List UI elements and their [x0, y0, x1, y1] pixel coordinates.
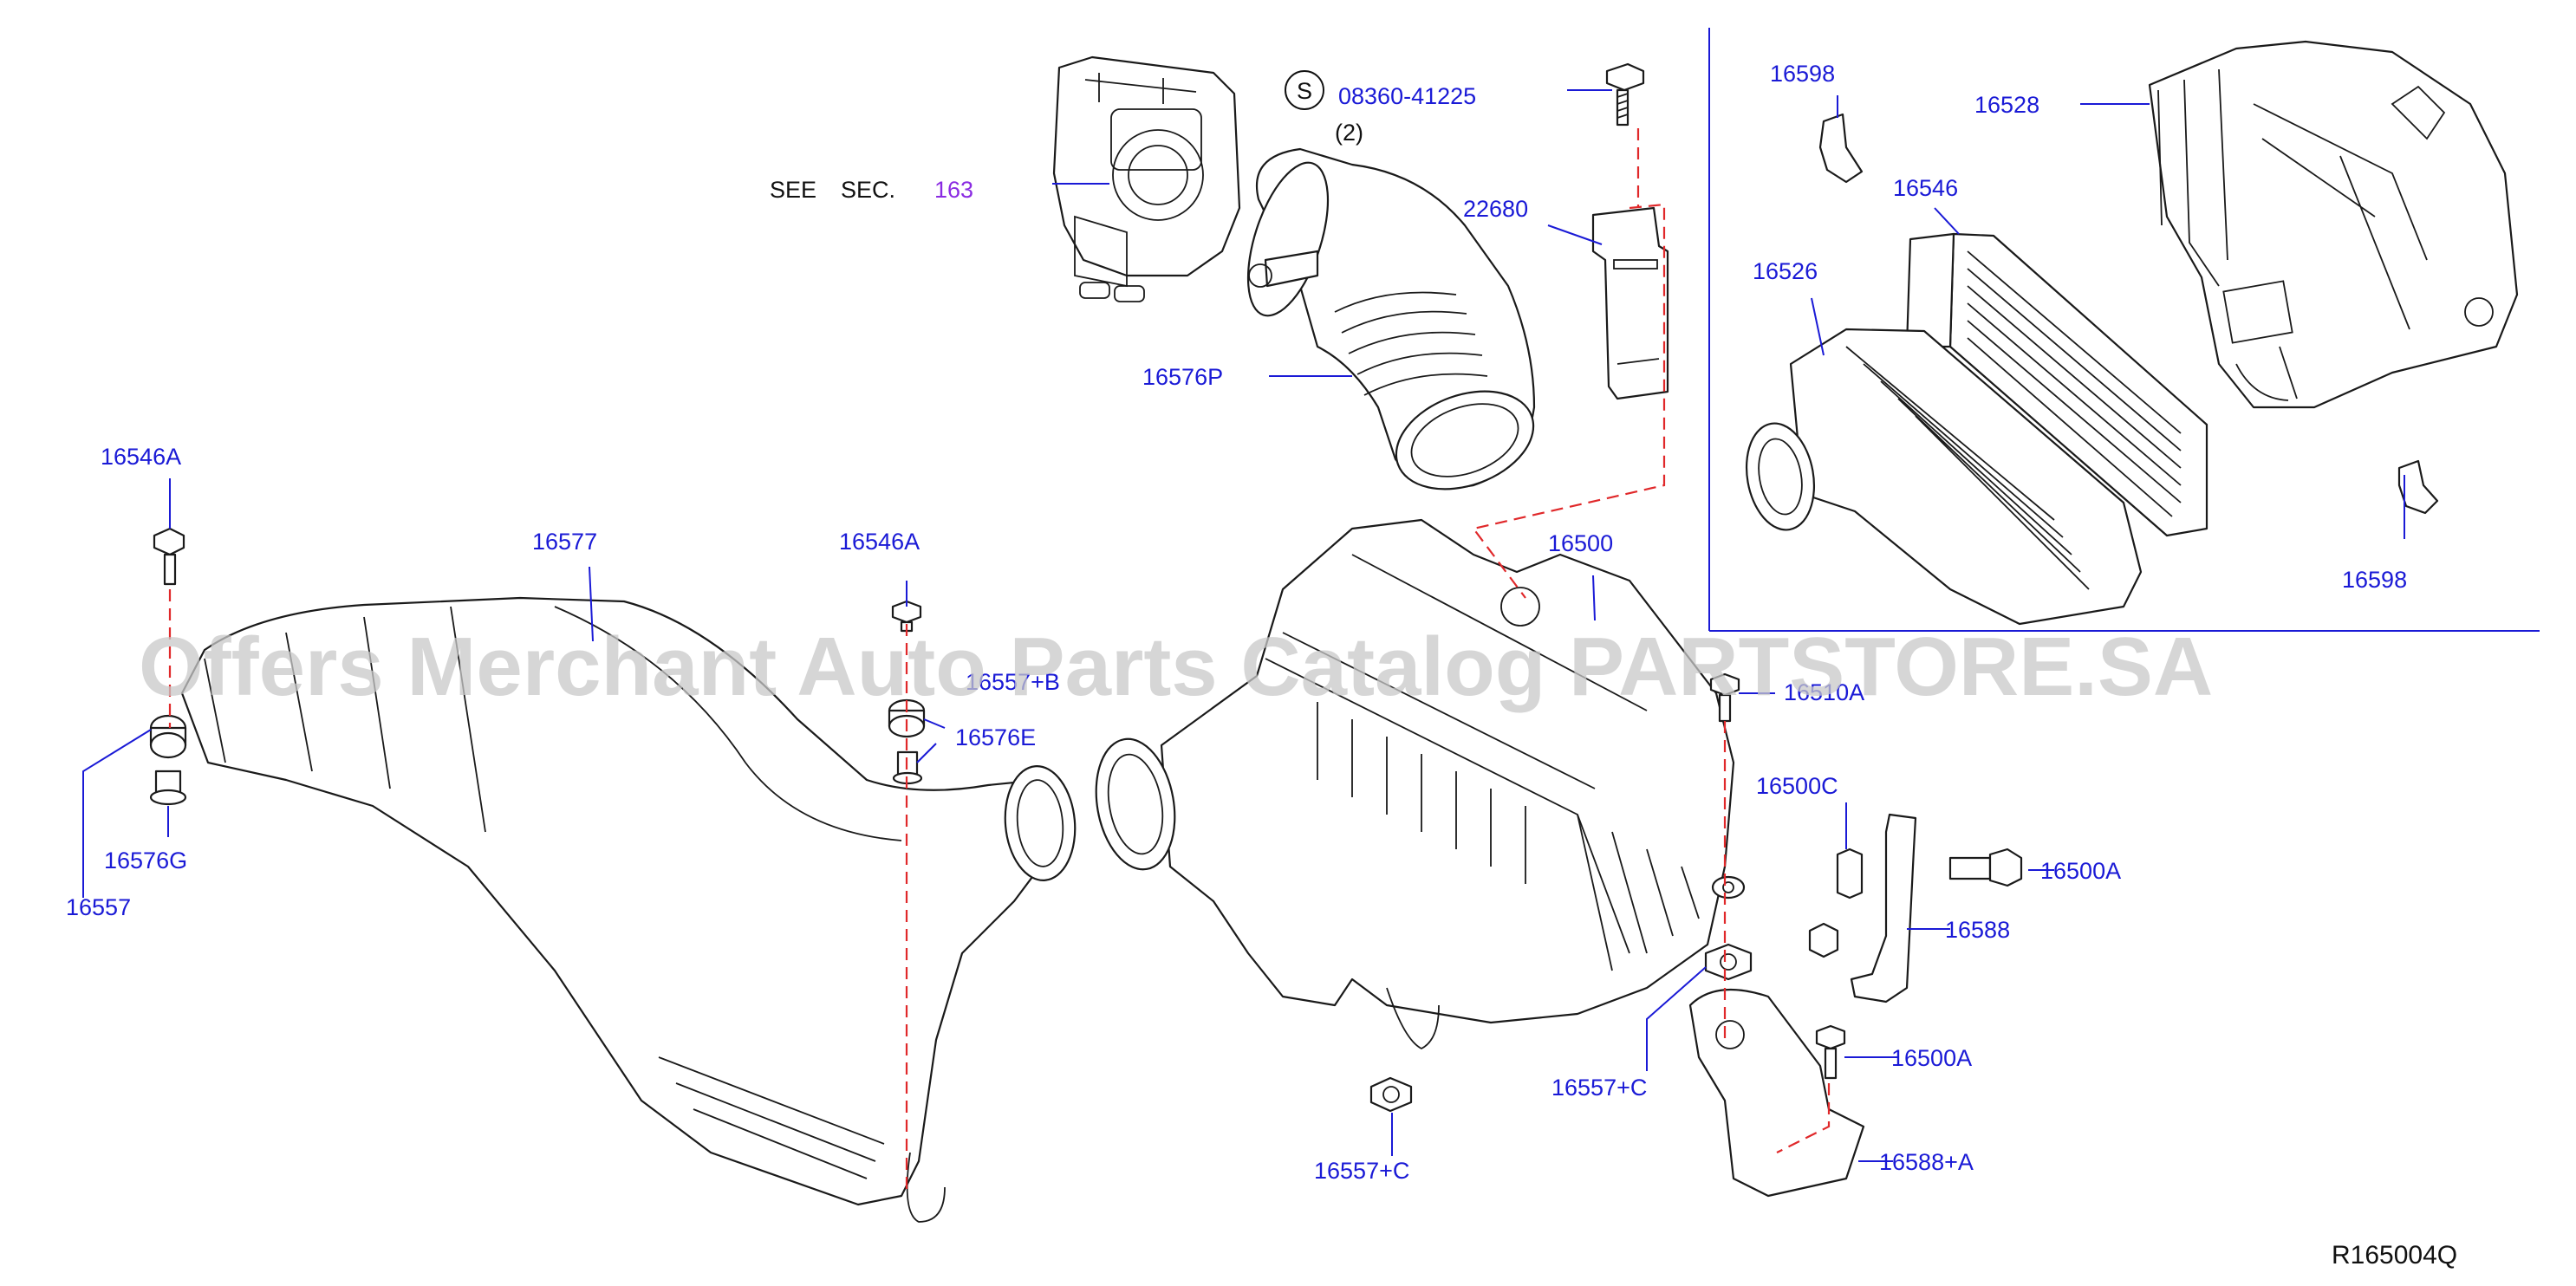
callout-16598-lower[interactable]: 16598 — [2342, 567, 2407, 593]
callout-16546a-left[interactable]: 16546A — [101, 444, 181, 470]
callout-16528[interactable]: 16528 — [1974, 92, 2039, 118]
air-cleaner-cover-16528[interactable] — [2148, 40, 2519, 409]
callout-16576p[interactable]: 16576P — [1142, 364, 1223, 390]
clip-16598-upper[interactable] — [1818, 113, 1864, 184]
callout-16576g[interactable]: 16576G — [104, 848, 187, 874]
callout-16546a-mid[interactable]: 16546A — [839, 529, 920, 555]
nut-16500c[interactable] — [1808, 848, 1864, 958]
service-part-number[interactable]: 08360-41225 — [1338, 83, 1476, 109]
callout-16526[interactable]: 16526 — [1753, 258, 1818, 284]
air-cleaner-lower-case-16526[interactable] — [1739, 328, 2143, 626]
air-filter-element-16546[interactable] — [1905, 232, 2208, 537]
bracket-16588a[interactable] — [1688, 988, 1865, 1198]
callout-16557c-bottom[interactable]: 16557+C — [1314, 1158, 1409, 1184]
air-duct-16577[interactable] — [180, 596, 1080, 1223]
leader-lines — [82, 89, 2405, 1162]
bracket-16588[interactable] — [1850, 813, 1917, 1003]
service-symbol-icon — [1285, 70, 1324, 110]
watermark: Offers Merchant Auto Parts Catalog PARTS… — [139, 620, 2213, 713]
throttle-body[interactable] — [1052, 55, 1241, 302]
section-163-link[interactable]: 163 — [934, 177, 973, 203]
sec-label: SEC. — [841, 177, 895, 203]
callout-16577[interactable]: 16577 — [532, 529, 597, 555]
callout-22680[interactable]: 22680 — [1463, 196, 1528, 222]
see-label: SEE — [770, 177, 816, 203]
callout-16598-upper[interactable]: 16598 — [1770, 61, 1835, 87]
collar-16576g[interactable] — [149, 770, 187, 806]
bolt-16546a-left[interactable] — [153, 527, 185, 586]
grommet-16557c-right[interactable] — [1704, 943, 1753, 981]
bolt-16500a-right[interactable] — [1948, 848, 2023, 887]
subview-frame — [1708, 28, 2540, 632]
callout-16546[interactable]: 16546 — [1893, 175, 1958, 201]
bolt-08360-41225[interactable] — [1605, 62, 1645, 127]
service-part-note: S 08360-41225 (2) — [1285, 70, 1476, 146]
service-symbol: S — [1297, 78, 1312, 104]
grommet-16557-left[interactable] — [149, 714, 187, 759]
service-part-qty: (2) — [1335, 120, 1363, 146]
callout-16500[interactable]: 16500 — [1548, 530, 1613, 556]
callout-16588a[interactable]: 16588+A — [1879, 1149, 1974, 1175]
callout-16500a-lower[interactable]: 16500A — [1891, 1045, 1972, 1071]
part-callouts: 16598 16528 16546 16526 16598 22680 1657… — [66, 61, 2407, 1184]
callout-16500a-right[interactable]: 16500A — [2040, 858, 2121, 884]
air-cleaner-assembly-16500[interactable] — [1086, 518, 1735, 1050]
bolt-16500a-lower[interactable] — [1815, 1024, 1846, 1080]
callout-16557-left[interactable]: 16557 — [66, 894, 131, 920]
reference-code: R165004Q — [2332, 1241, 2457, 1270]
clip-16598-lower[interactable] — [2397, 459, 2439, 515]
callout-16557c-right[interactable]: 16557+C — [1551, 1075, 1647, 1101]
callout-16500c[interactable]: 16500C — [1756, 773, 1838, 799]
callout-16576e[interactable]: 16576E — [955, 724, 1036, 750]
callout-16588[interactable]: 16588 — [1945, 917, 2010, 943]
intake-elbow-16576p[interactable] — [1232, 147, 1546, 507]
grommet-16557c-bottom[interactable] — [1369, 1076, 1413, 1113]
assembly-lines — [168, 128, 1831, 1196]
mass-air-flow-sensor-22680[interactable] — [1591, 206, 1669, 400]
callout-16510a[interactable]: 16510A — [1784, 679, 1864, 705]
callout-16557b[interactable]: 16557+B — [966, 669, 1060, 695]
grommet-upper-right[interactable] — [1711, 875, 1746, 900]
bolt-16510a[interactable] — [1709, 672, 1740, 723]
see-section-note: SEE SEC. 163 — [770, 177, 973, 203]
